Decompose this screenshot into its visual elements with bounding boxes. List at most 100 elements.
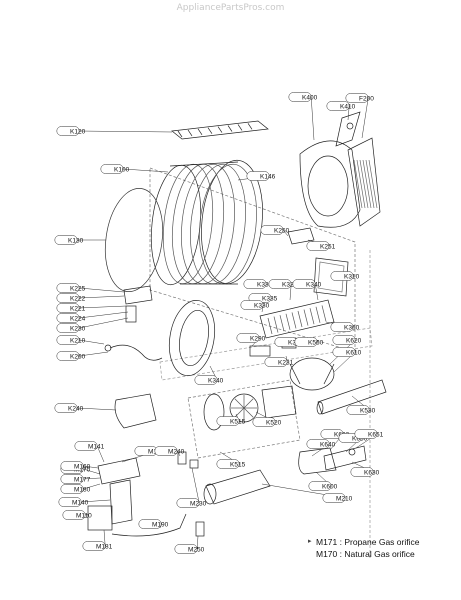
part-label-bubble — [264, 357, 288, 367]
part-label: M181 — [96, 544, 113, 551]
part-label-bubble — [74, 441, 98, 451]
part-label-bubble — [174, 544, 198, 554]
part-label-bubble — [330, 322, 354, 332]
part-label-bubble — [54, 403, 78, 413]
k120-rib — [227, 125, 233, 132]
part-label: M210 — [336, 496, 353, 503]
leader-line — [79, 317, 129, 329]
part-label: K230 — [70, 326, 86, 333]
part-label-bubble — [194, 375, 218, 385]
impeller-blade — [234, 398, 245, 409]
part-label: M141 — [88, 444, 105, 451]
k120-rib — [217, 126, 223, 133]
k651-part — [348, 448, 356, 456]
leader-line — [83, 483, 101, 490]
impeller-blade — [234, 407, 245, 418]
part-label: K310 — [344, 274, 360, 281]
k222-bracket — [123, 285, 153, 305]
part-label: M170 — [74, 467, 91, 474]
part-label: K240 — [68, 406, 84, 413]
part-label-bubble — [54, 235, 78, 245]
k330-coil — [279, 315, 285, 332]
part-label-bubble — [60, 474, 84, 484]
k530-tube — [317, 379, 387, 415]
part-label: M240 — [168, 449, 185, 456]
part-label: M230 — [190, 501, 207, 508]
leader-line — [314, 283, 319, 301]
legend-natural: M170 : Natural Gas orifice — [316, 549, 415, 559]
part-label-bubble — [236, 333, 260, 343]
leader-line — [83, 465, 99, 469]
part-label-bubble — [354, 429, 378, 439]
part-label: K146 — [260, 174, 276, 181]
f200-mesh-line — [353, 159, 363, 209]
part-label: K410 — [340, 104, 356, 111]
part-label: K260 — [70, 354, 86, 361]
leader-line — [79, 351, 109, 357]
k515-blower-housing — [203, 393, 225, 431]
k260-harness — [109, 344, 163, 361]
leader-line — [103, 529, 106, 547]
k400-opening — [307, 155, 349, 217]
part-label-bubble — [260, 225, 284, 235]
part-label-bubble — [308, 481, 332, 491]
part-label: K620 — [346, 338, 362, 345]
part-label-bubble — [294, 337, 318, 347]
leader-line — [310, 96, 315, 141]
k330-coil — [309, 308, 315, 325]
k120-rib — [187, 129, 193, 137]
k330-coil — [285, 313, 291, 330]
part-label: K100 — [114, 167, 130, 174]
part-label-bubble — [350, 467, 374, 477]
part-label: K250 — [274, 228, 290, 235]
part-label: K336 — [257, 282, 273, 289]
front-bulkhead-inner — [179, 309, 209, 367]
part-label-bubble — [56, 293, 80, 303]
k260-connector — [104, 344, 112, 352]
part-label-bubble — [154, 446, 178, 456]
leader-line — [85, 513, 89, 516]
part-label: M180 — [74, 487, 91, 494]
part-label: K360 — [344, 325, 360, 332]
leader-line — [83, 477, 101, 480]
f200-mesh-line — [356, 159, 366, 209]
part-label: M250 — [188, 547, 205, 554]
part-label-bubble — [322, 493, 346, 503]
leader-line — [79, 295, 125, 299]
leader-line — [361, 97, 369, 139]
k120-rib — [177, 130, 183, 138]
part-label-bubble — [292, 279, 316, 289]
m230-part — [189, 459, 199, 469]
part-label: K560 — [308, 340, 324, 347]
leader-line — [79, 339, 105, 345]
leader-line — [79, 287, 125, 293]
k400-bulkhead — [299, 140, 361, 228]
part-label-bubble — [176, 498, 200, 508]
part-label: M160 — [74, 464, 91, 471]
parts-illustration — [87, 111, 387, 560]
part-label: K640 — [320, 442, 336, 449]
part-label: M177 — [74, 477, 91, 484]
k330-coil — [297, 310, 303, 328]
part-label-bubble — [56, 126, 80, 136]
watermark-text: AppliancePartsPros.com — [176, 3, 285, 13]
motor-body — [289, 357, 335, 391]
part-label-bubble — [56, 323, 80, 333]
k410-bracket — [335, 111, 361, 147]
part-label: K225 — [70, 286, 86, 293]
impeller-blade — [243, 407, 254, 418]
leader-line — [79, 311, 129, 319]
part-label-bubble — [60, 461, 84, 471]
front-bulkhead-ring — [169, 300, 215, 376]
k600-bracket — [298, 447, 337, 475]
part-label: K222 — [70, 296, 86, 303]
part-label-bubble — [330, 271, 354, 281]
part-label: K650 — [352, 436, 368, 443]
part-label: M190 — [152, 522, 169, 529]
k120-rib — [197, 128, 203, 135]
part-label: K251 — [320, 244, 336, 251]
part-label-bubble — [60, 484, 84, 494]
part-label: K130 — [68, 238, 84, 245]
f200-mesh-line — [368, 159, 378, 209]
part-label: K335 — [262, 296, 278, 303]
